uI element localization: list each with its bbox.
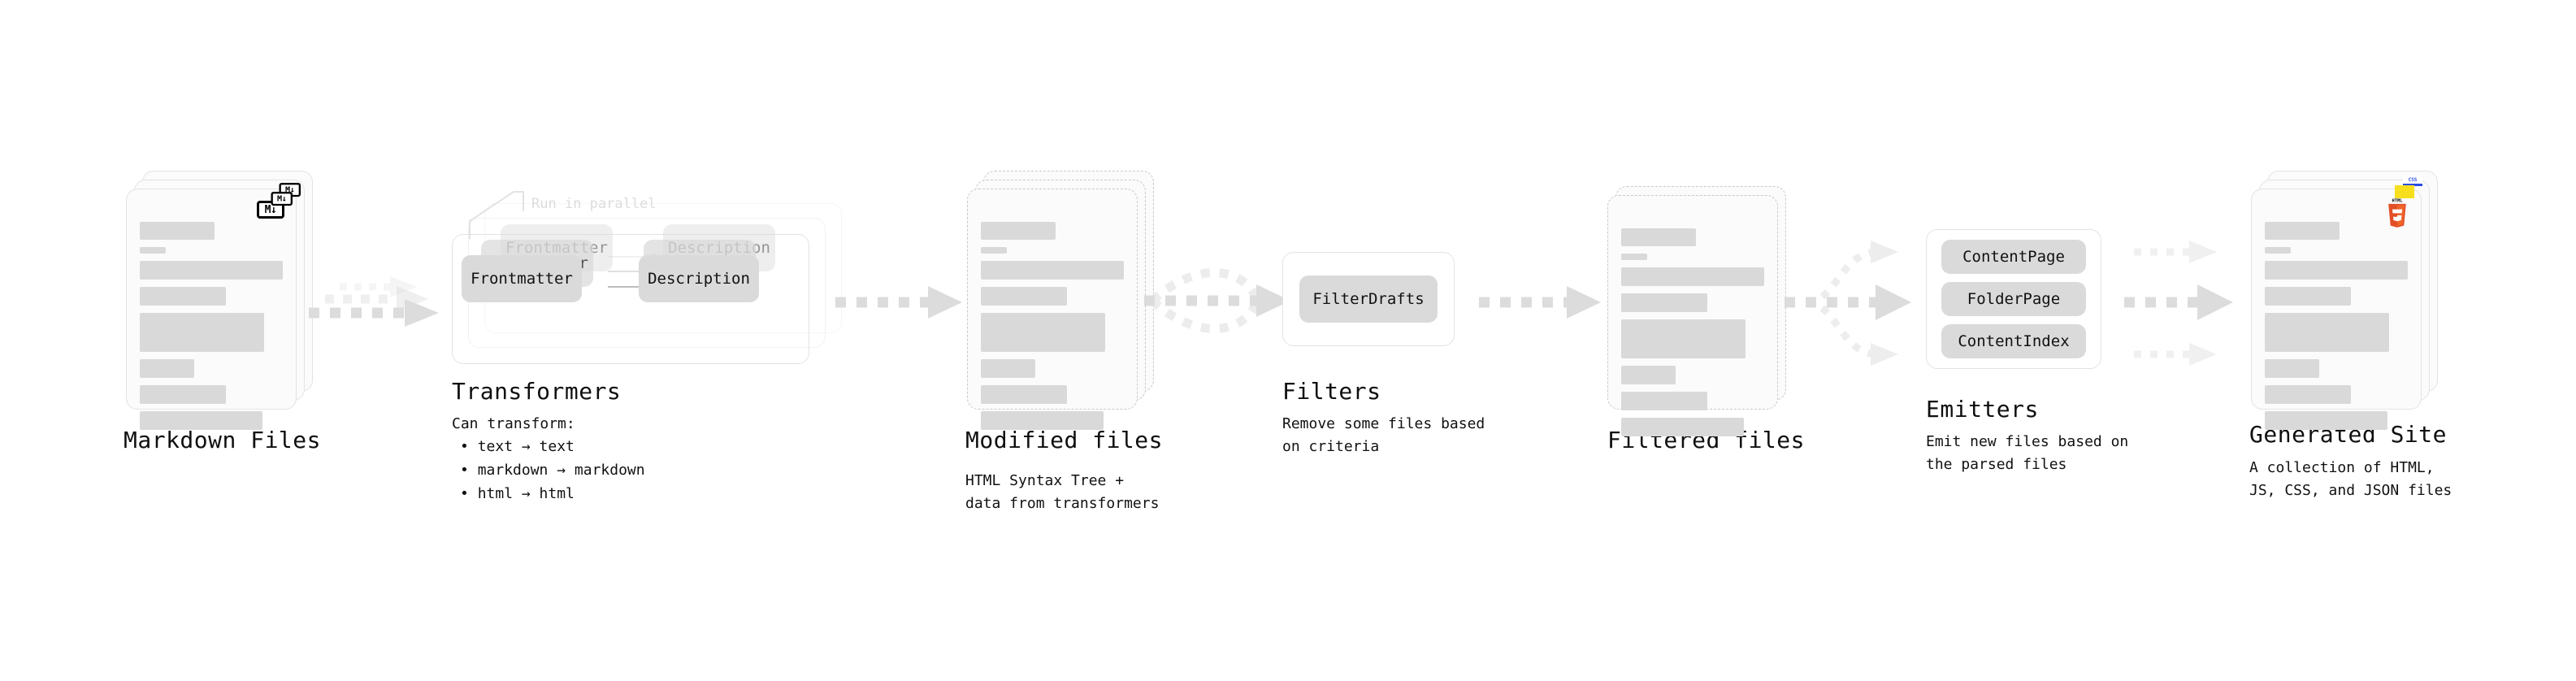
content-bar [2265,222,2340,240]
transformer-pill-description[interactable]: Description [639,255,759,302]
markdown-card-front: M↓ [126,189,297,430]
content-bar [2265,411,2388,430]
content-bar [981,411,1104,430]
generated-site-description: A collection of HTML, JS, CSS, and JSON … [2249,459,2452,499]
filter-pill-filterdrafts[interactable]: FilterDrafts [1299,275,1438,323]
stage-modified-files [967,171,1154,430]
modified-card-front [967,189,1138,430]
markdown-files-label: Markdown Files [124,427,322,453]
arrow-filters-to-filtered [1479,286,1601,319]
transformers-stack: Frontmatter Description Frontmatter Desc… [452,203,842,366]
modified-files-description: HTML Syntax Tree + data from transformer… [965,472,1160,512]
content-bar [1621,418,1745,436]
bullet-markdown: markdown → markdown [460,458,645,482]
stage-markdown-files: M↓ M↓ M↓ [126,171,313,430]
content-bar [2265,359,2319,378]
content-bar [1621,366,1676,384]
stage-generated-site: CSS HTML [2251,171,2438,430]
content-bar [1621,254,1647,260]
content-bar [981,313,1106,352]
arrow-transformers-to-modified [835,286,962,319]
content-bar [981,359,1035,378]
content-bar [981,222,1056,240]
arrow-emitters-to-site [2124,241,2233,366]
transformer-pill-frontmatter[interactable]: Frontmatter [462,255,582,302]
html5-icon: HTML [2385,198,2409,228]
content-bar [1621,392,1707,410]
filtered-card-front [1607,195,1778,436]
content-bar [2265,385,2351,404]
emitters-description: Emit new files based on the parsed files [1926,433,2129,473]
stage-transformers: Frontmatter Description Frontmatter Desc… [452,203,842,366]
run-in-parallel-leader [469,191,524,239]
emitter-pill-contentindex[interactable]: ContentIndex [1941,324,2086,358]
content-bar [2265,287,2351,306]
modified-files-label: Modified files [965,427,1164,453]
card-content [981,222,1124,430]
markdown-icon: M↓ [271,192,293,206]
content-bar [1621,267,1764,286]
content-bar [2265,247,2291,254]
content-bar [2265,261,2408,280]
content-bar [140,385,226,404]
run-in-parallel-label: Run in parallel [531,196,657,212]
generated-card-front: HTML [2251,189,2422,430]
content-bar [2265,313,2390,352]
content-bar [1621,228,1696,246]
filters-description: Remove some files based on criteria [1282,415,1485,455]
filtered-file-stack [1607,186,1786,436]
content-bar [140,247,166,254]
js-icon [2395,185,2414,198]
content-bar [140,287,226,306]
transformers-bullets: text → text markdown → markdown html → h… [452,435,645,505]
transformer-row-front: Frontmatter Description [462,255,759,302]
arrow-modified-to-filters [1144,268,1290,333]
content-bar [1621,319,1746,358]
emitters-label: Emitters [1926,396,2039,423]
emitters-panel: ContentPage FolderPage ContentIndex [1926,229,2101,369]
transformers-description: Can transform: [452,415,575,432]
content-bar [981,385,1067,404]
content-bar [140,313,265,352]
bullet-text: text → text [460,435,645,458]
filters-panel: FilterDrafts [1282,252,1455,346]
content-bar [140,411,263,430]
content-bar [140,261,283,280]
bullet-html: html → html [460,482,645,505]
card-content [1621,228,1764,436]
transformers-label: Transformers [452,378,622,405]
stage-filtered-files [1607,186,1786,436]
card-content [2265,222,2408,430]
css-icon: CSS [2403,176,2422,186]
arrow-markdown-to-transformers [309,276,439,327]
markdown-file-stack: M↓ M↓ M↓ [126,171,313,430]
modified-file-stack [967,171,1154,430]
svg-text:HTML: HTML [2392,198,2404,203]
emitter-pill-contentpage[interactable]: ContentPage [1941,240,2086,274]
transformer-panel-front [452,234,809,364]
arrow-filtered-to-emitters [1785,241,1911,366]
content-bar [981,261,1124,280]
content-bar [1621,293,1707,312]
emitter-pill-folderpage[interactable]: FolderPage [1941,282,2086,316]
generated-file-stack: CSS HTML [2251,171,2438,430]
content-bar [140,359,194,378]
content-bar [140,222,215,240]
filters-label: Filters [1282,378,1381,405]
card-content [140,222,283,430]
content-bar [981,287,1067,306]
content-bar [981,247,1007,254]
